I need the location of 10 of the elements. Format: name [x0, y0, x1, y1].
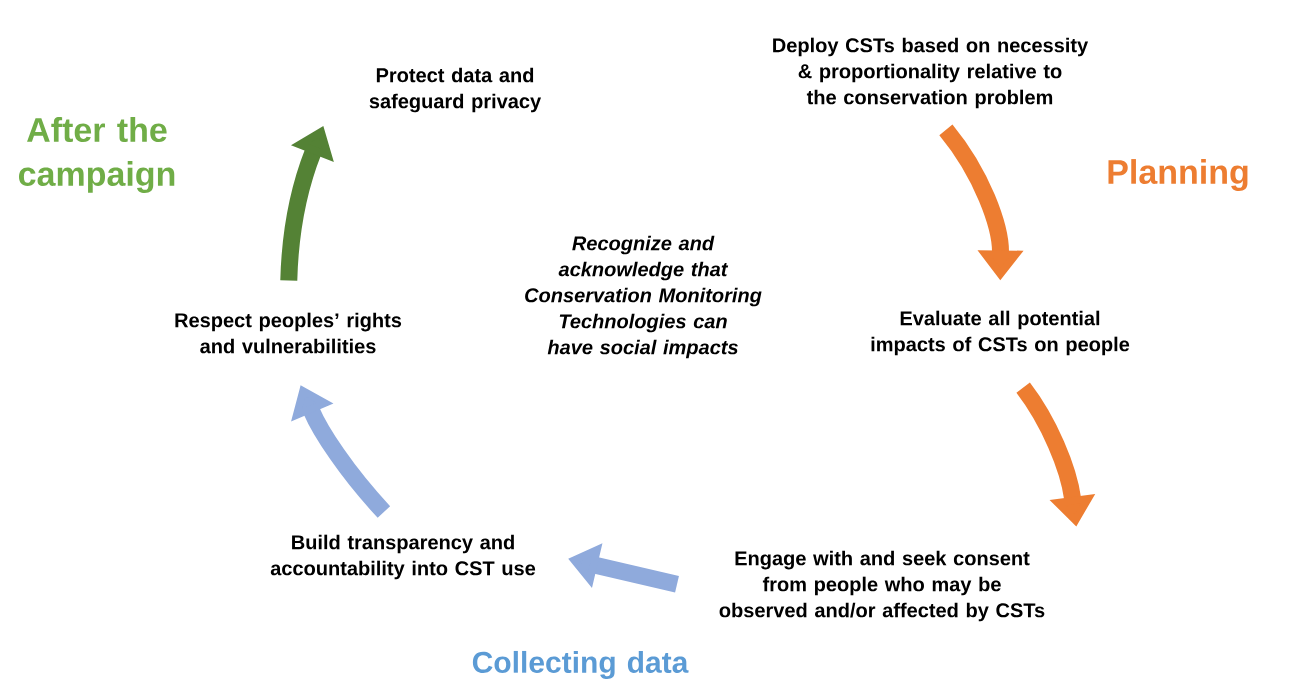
- step-text: Evaluate all potential impacts of CSTs on people: [871, 310, 1130, 356]
- step-text: Deploy CSTs based on necessity & proportionality relative to the conservation problem: [773, 37, 1089, 109]
- step-text: Build transparency and accountability into CST use: [270, 534, 536, 580]
- phase-heading: Collecting data: [472, 650, 689, 680]
- step-text: Protect data and safeguard privacy: [369, 67, 541, 113]
- phase-heading: After the campaign: [19, 117, 175, 193]
- phase-heading: Planning: [1108, 159, 1248, 191]
- step-text: Respect peoples’ rights and vulnerabilities: [175, 312, 402, 354]
- note-text: Recognize and acknowledge that Conservation Monitoring Technologies can have social impacts: [525, 235, 762, 359]
- step-text: Engage with and seek consent from people who may be observed and/or affected by CSTs: [719, 550, 1045, 622]
